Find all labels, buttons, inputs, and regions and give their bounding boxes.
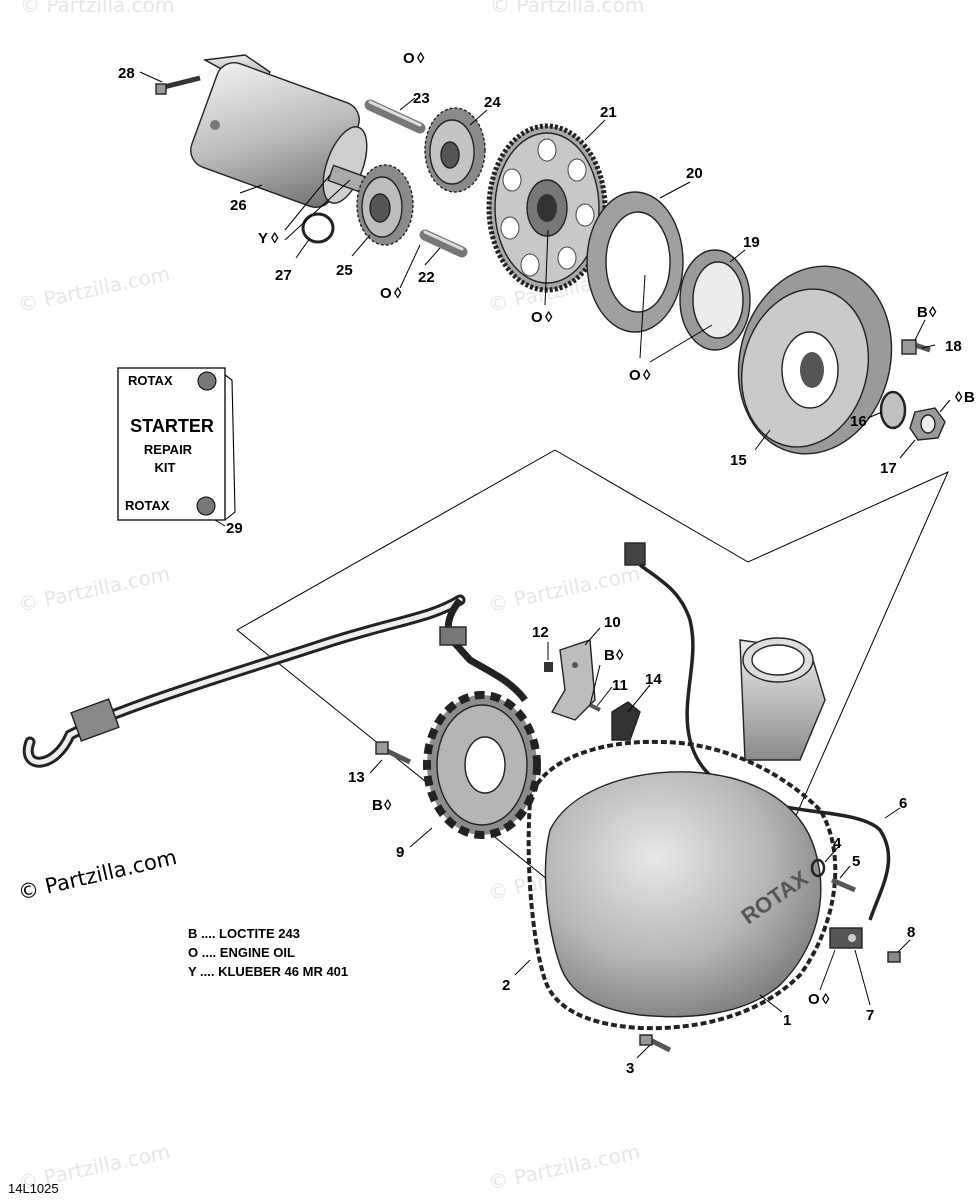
kit-brand-top: ROTAX [128, 373, 173, 388]
drop-icon: ◊ [643, 367, 651, 384]
lube-mark-oil: O [380, 285, 392, 302]
callout-4: 4 [833, 835, 842, 852]
callout-8: 8 [907, 924, 915, 941]
callout-12: 12 [532, 624, 549, 641]
part-bracket-10 [550, 639, 596, 721]
callout-2: 2 [502, 977, 510, 994]
kit-title-line1: STARTER [130, 416, 214, 436]
part-wiring-harness [22, 594, 528, 768]
watermark: © Partzilla.com [486, 561, 642, 617]
part-gasket-2 [526, 739, 838, 1031]
callout-27: 27 [275, 267, 292, 284]
drawing-code: 14L1025 [8, 1181, 59, 1196]
assembly-outline [236, 449, 949, 1011]
part-screw-8 [887, 951, 901, 963]
part-screw-11 [589, 703, 601, 712]
callout-17: 17 [880, 460, 897, 477]
part-plate-20 [586, 191, 684, 333]
lube-mark-klueber: Y [258, 230, 268, 247]
lube-mark-loctite: B [372, 797, 383, 814]
watermark: © Partzilla.com [16, 261, 172, 317]
watermark: © Partzilla.com [486, 1139, 642, 1195]
callout-18: 18 [945, 338, 962, 355]
part-bolt-28 [155, 75, 201, 95]
lube-mark-loctite: B [917, 304, 928, 321]
callout-11: 11 [612, 677, 628, 694]
lube-mark-oil: O [403, 50, 415, 67]
drop-icon: ◊ [929, 304, 937, 321]
drop-icon: ◊ [394, 285, 402, 302]
drop-icon: ◊ [545, 309, 553, 326]
part-bolt-13 [375, 741, 412, 765]
drop-icon: ◊ [616, 647, 624, 664]
part-shaft-23 [364, 99, 426, 134]
callout-24: 24 [484, 94, 501, 111]
part-grommet-12 [544, 662, 553, 672]
kit-title-line2: REPAIR [144, 442, 193, 457]
callout-28: 28 [118, 65, 135, 82]
callout-20: 20 [686, 165, 703, 182]
callout-5: 5 [852, 853, 860, 870]
kit-brand-bottom: ROTAX [125, 498, 170, 513]
callout-10: 10 [604, 614, 621, 631]
part-cover-1: ROTAX [544, 637, 826, 1018]
callout-21: 21 [600, 104, 617, 121]
part-bearing-19 [679, 249, 751, 351]
legend-klueber: Y .... KLUEBER 46 MR 401 [188, 964, 348, 979]
starter-repair-kit-29: ROTAX STARTER REPAIR KIT ROTAX [117, 367, 236, 527]
part-bolt-3 [639, 1034, 672, 1053]
watermark: © Partzilla.com [490, 0, 644, 17]
part-shaft-22 [419, 229, 468, 258]
leader-lines [139, 71, 951, 1059]
callout-14: 14 [645, 671, 662, 688]
lube-mark-oil: O [629, 367, 641, 384]
callout-7: 7 [866, 1007, 874, 1024]
lube-mark-oil: O [808, 991, 820, 1008]
drop-icon: ◊ [955, 389, 963, 406]
part-nut-17 [909, 407, 946, 441]
callout-1: 1 [783, 1012, 791, 1029]
callout-15: 15 [730, 452, 747, 469]
callout-29: 29 [226, 520, 243, 537]
kit-title-line3: KIT [155, 460, 176, 475]
callout-9: 9 [396, 844, 404, 861]
part-starter-motor-26 [190, 54, 368, 208]
watermark: © Partzilla.com [20, 0, 174, 17]
part-gear-25 [356, 164, 414, 246]
callout-23: 23 [413, 90, 430, 107]
callout-25: 25 [336, 262, 353, 279]
part-flywheel-15 [737, 265, 893, 455]
part-sprocket-21 [486, 123, 608, 293]
drop-icon: ◊ [271, 230, 279, 247]
lubricant-legend: B .... LOCTITE 243 O .... ENGINE OIL Y .… [188, 926, 348, 979]
part-stator-9 [423, 691, 541, 839]
lube-mark-loctite: B [604, 647, 615, 664]
callout-26: 26 [230, 197, 247, 214]
part-washer-16 [879, 390, 907, 430]
callout-6: 6 [899, 795, 907, 812]
part-sensor-7 [829, 927, 863, 949]
drop-icon: ◊ [384, 797, 392, 814]
lube-mark-loctite: B [964, 389, 975, 406]
drop-icon: ◊ [822, 991, 830, 1008]
watermark: © Partzilla.com [16, 561, 172, 617]
legend-engine-oil: O .... ENGINE OIL [188, 945, 295, 960]
partzilla-credit: © Partzilla.com [16, 845, 179, 905]
legend-loctite: B .... LOCTITE 243 [188, 926, 300, 941]
part-o-ring-27 [301, 212, 335, 244]
callout-16: 16 [850, 413, 867, 430]
callout-numbers: 28 23 24 21 20 19 26 27 25 22 18 15 16 1… [118, 65, 962, 1077]
part-bolt-5 [831, 877, 856, 893]
part-clip-14 [611, 701, 641, 741]
lube-markers: O ◊ Y ◊ O ◊ O ◊ O ◊ B ◊ ◊ B B ◊ B ◊ O ◊ [258, 50, 975, 1008]
part-gear-24 [424, 107, 486, 193]
drop-icon: ◊ [417, 50, 425, 67]
callout-19: 19 [743, 234, 760, 251]
callout-22: 22 [418, 269, 435, 286]
lube-mark-oil: O [531, 309, 543, 326]
callout-13: 13 [348, 769, 365, 786]
part-o-ring-4 [810, 858, 826, 878]
callout-3: 3 [626, 1060, 634, 1077]
